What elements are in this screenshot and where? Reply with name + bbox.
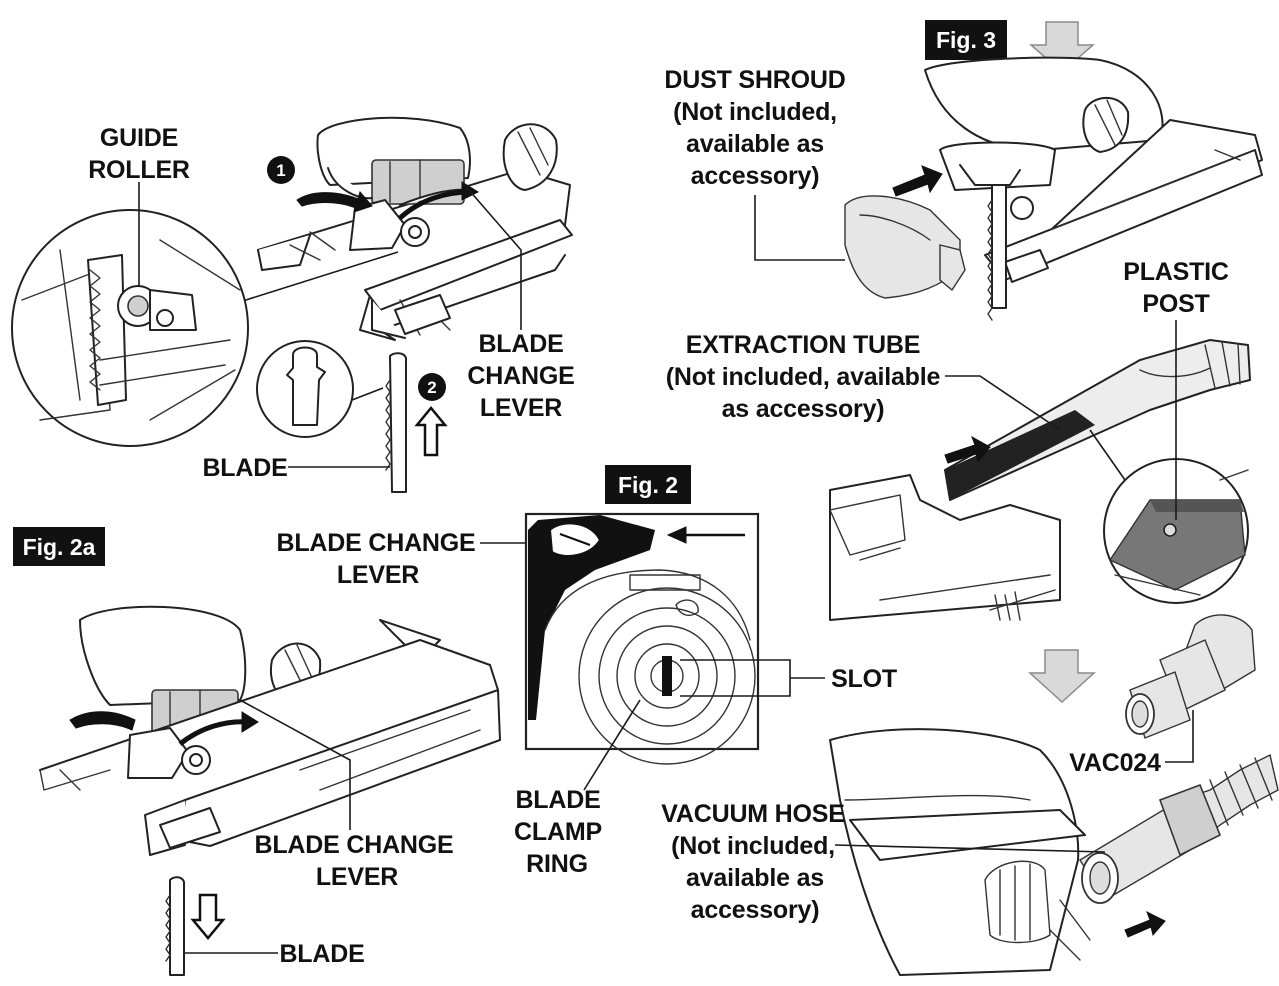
extraction-tube-label-line2: (Not included, available [666,363,941,391]
blade-clamp-ring-line1: BLADE [515,786,600,814]
blade-clamp-ring-line2: CLAMP [514,818,602,846]
fig-2a-title: Fig. 2a [23,534,96,560]
blade-change-lever-2a-line2: LEVER [316,863,398,891]
blade-removal-drawing [39,605,501,976]
guide-roller-label-line2: ROLLER [88,156,190,184]
blade-change-lever-2a-line1: BLADE CHANGE [255,831,454,859]
fig-2-tag [605,465,691,504]
slot-label: SLOT [831,665,897,693]
extraction-tube-label-line1: EXTRACTION TUBE [686,331,921,359]
blade-clamp-ring-view [524,512,825,791]
guide-roller-label-line1: GUIDE [100,124,178,152]
blade-change-lever-label-line1: BLADE [478,330,563,358]
blade-change-lever-label-line3: LEVER [480,394,562,422]
blade-change-lever-mid-line2: LEVER [337,561,419,589]
step-1-marker [267,156,295,184]
step-1-number: 1 [276,161,285,180]
vac024-label: VAC024 [1069,749,1161,777]
dust-shroud-label-line1: DUST SHROUD [664,66,845,94]
vacuum-hose-drawing [829,728,1279,976]
vac024-adapter-drawing [1125,614,1256,763]
step-2-number: 2 [427,378,436,397]
extraction-tube-drawing [829,320,1251,621]
vacuum-hose-label-line1: VACUUM HOSE [661,800,844,828]
blade-change-lever-label-line2: CHANGE [467,362,574,390]
fig-2a-tag [13,527,105,566]
vacuum-hose-label-line4: accessory) [691,896,820,924]
plastic-post-label-line2: POST [1142,290,1209,318]
fig-2-title: Fig. 2 [618,472,678,498]
guide-roller-zoom-circle [11,209,249,447]
down-arrow-icon [1028,649,1096,704]
vacuum-hose-label-line3: available as [686,864,824,892]
vacuum-hose-label-line2: (Not included, [671,832,835,860]
fig-3-tag [925,20,1007,60]
fig-3-title: Fig. 3 [936,27,996,53]
blade-label-top: BLADE [202,454,287,482]
dust-shroud-label-line3: available as [686,130,824,158]
step-2-marker [418,373,446,401]
dust-shroud-label-line2: (Not included, [673,98,837,126]
dust-shroud-label-line4: accessory) [691,162,820,190]
blade-label-bottom: BLADE [279,940,364,968]
blade-clamp-ring-line3: RING [526,850,588,878]
plastic-post-label-line1: PLASTIC [1123,258,1229,286]
blade-change-lever-mid-line1: BLADE CHANGE [277,529,476,557]
blade-insertion-drawing: 1 2 [11,116,573,493]
dust-shroud-drawing [754,56,1263,321]
extraction-tube-label-line3: as accessory) [722,395,885,423]
